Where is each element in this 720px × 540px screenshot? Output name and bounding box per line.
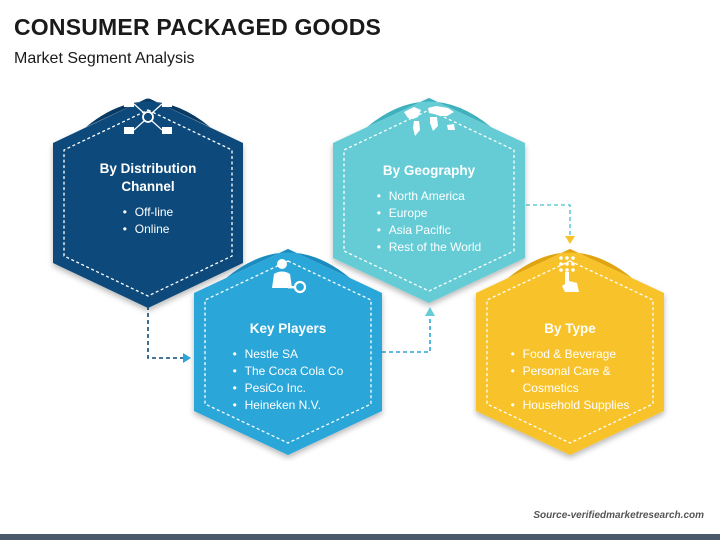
list-item: Heineken N.V.	[233, 397, 344, 414]
connector-arrowhead	[425, 307, 435, 316]
card-list: Off-line Online	[123, 204, 173, 238]
source-note: Source-verifiedmarketresearch.com	[533, 510, 704, 521]
list-item: The Coca Cola Co	[233, 363, 344, 380]
card-list: North America Europe Asia Pacific Rest o…	[377, 188, 481, 256]
list-item: Household Supplies	[511, 397, 630, 414]
list-item: Rest of the World	[377, 239, 481, 256]
card-list: Food & Beverage Personal Care & Cosmetic…	[511, 346, 630, 414]
world-map-icon	[404, 106, 455, 136]
card-title: Key Players	[249, 321, 327, 336]
card-title: By Type	[544, 321, 596, 336]
touch-keypad-icon	[559, 256, 579, 292]
connector-arrowhead	[183, 353, 191, 363]
list-item: North America	[377, 188, 481, 205]
list-item-continuation: Cosmetics	[522, 381, 579, 395]
card-type: By Type Food & Beverage Personal Care & …	[490, 320, 650, 414]
businessman-key-icon	[272, 259, 307, 294]
list-item: Online	[123, 221, 173, 238]
card-geography: By Geography North America Europe Asia P…	[349, 162, 509, 256]
card-key-players: Key Players Nestle SA The Coca Cola Co P…	[208, 320, 368, 414]
list-item: Europe	[377, 205, 481, 222]
card-title: By Distribution Channel	[99, 161, 197, 194]
connectors	[147, 204, 571, 359]
connector-distribution-to-players	[147, 306, 183, 359]
list-item: Nestle SA	[233, 346, 344, 363]
card-title: By Geography	[382, 163, 476, 178]
bottom-bar	[0, 534, 720, 540]
list-item: Asia Pacific	[377, 222, 481, 239]
connector-players-to-geography	[382, 314, 431, 353]
card-distribution: By Distribution Channel Off-line Online	[68, 160, 228, 238]
connector-geography-to-type	[526, 204, 571, 236]
connector-arrowhead	[565, 236, 575, 244]
page-title: CONSUMER PACKAGED GOODS	[14, 14, 382, 40]
page-subtitle: Market Segment Analysis	[14, 50, 195, 67]
list-item: Off-line	[123, 204, 173, 221]
card-list: Nestle SA The Coca Cola Co PesiCo Inc. H…	[233, 346, 344, 414]
list-item: Food & Beverage	[511, 346, 630, 363]
hexagon-distribution	[53, 98, 243, 308]
list-item: Personal Care &	[511, 363, 630, 380]
list-item: PesiCo Inc.	[233, 380, 344, 397]
network-flow-icon	[124, 97, 172, 134]
